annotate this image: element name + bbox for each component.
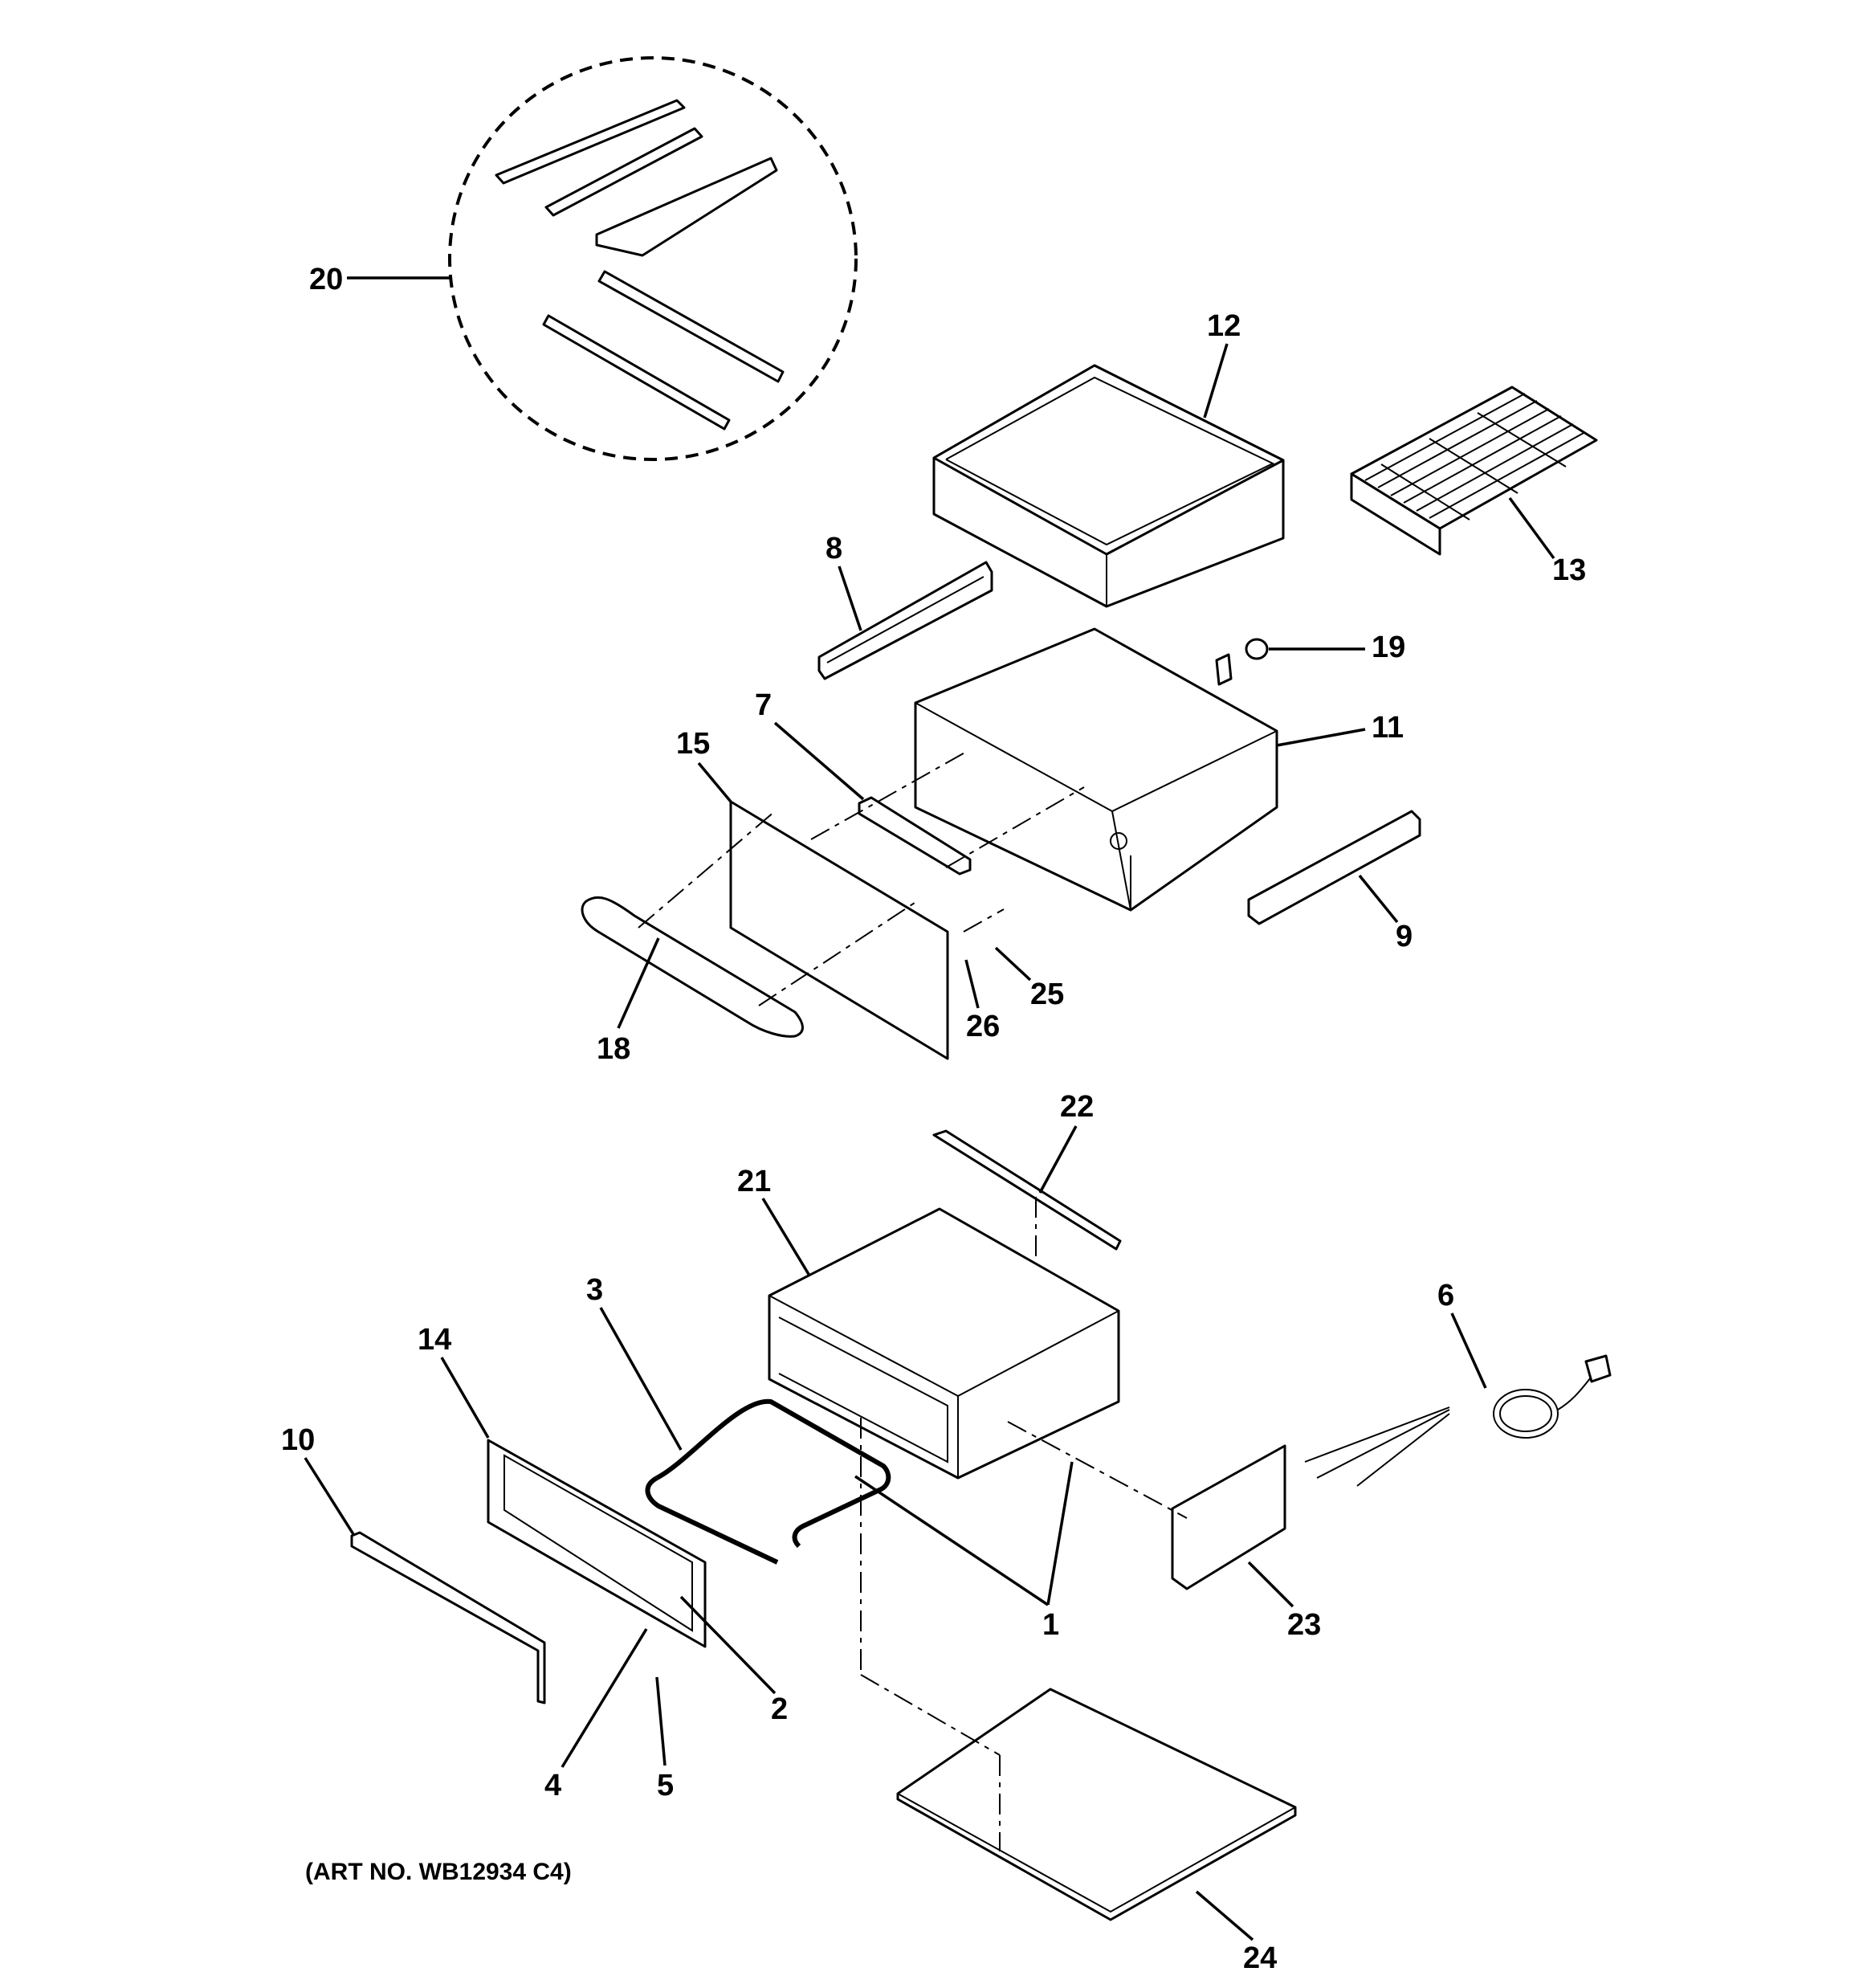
part-13-wire-rack (1350, 386, 1598, 556)
callout-9: 9 (1358, 874, 1413, 953)
part-21-outer-housing (768, 1207, 1120, 1480)
callout-label: 5 (657, 1769, 674, 1802)
callout-23: 23 (1247, 1561, 1321, 1642)
callout-label: 13 (1552, 553, 1586, 587)
callout-label: 12 (1207, 309, 1241, 343)
callout-12: 12 (1203, 309, 1241, 418)
callout-label: 23 (1287, 1608, 1321, 1642)
callout-label: 6 (1437, 1279, 1454, 1312)
callout-2: 2 (679, 1595, 788, 1726)
callout-14: 14 (418, 1323, 490, 1439)
part-24-bottom-pan (860, 1418, 1297, 1921)
part-23-control-box (1007, 1421, 1286, 1590)
callout-19: 19 (1269, 631, 1405, 664)
part-11-drawer-body (914, 627, 1278, 912)
callout-15: 15 (676, 727, 732, 803)
callout-22: 22 (1038, 1090, 1094, 1194)
upper-assembly-lines (638, 750, 1085, 1006)
callout-label: 14 (418, 1323, 451, 1357)
callout-3: 3 (586, 1273, 683, 1451)
callout-label: 25 (1030, 978, 1064, 1011)
part-3-heating-element (645, 1398, 891, 1565)
callout-label: 1 (1042, 1608, 1059, 1642)
callout-label: 20 (309, 263, 343, 296)
part-10-door-trim (350, 1531, 546, 1704)
callout-7: 7 (755, 688, 865, 801)
callout-18: 18 (597, 937, 660, 1066)
callout-label: 18 (597, 1032, 630, 1066)
callout-11: 11 (1276, 711, 1404, 747)
callout-label: 22 (1060, 1090, 1094, 1124)
callout-label: 10 (281, 1423, 315, 1457)
callout-13: 13 (1508, 496, 1586, 587)
callout-label: 11 (1372, 711, 1404, 745)
callout-10: 10 (281, 1423, 355, 1535)
part-20-slide-kit (448, 56, 858, 461)
part-12-drawer-pan (932, 364, 1285, 608)
callout-26: 26 (964, 959, 1000, 1043)
callout-24: 24 (1195, 1890, 1277, 1975)
callout-label: 8 (826, 532, 842, 565)
part-14-door-frame (487, 1439, 707, 1648)
callout-label: 2 (771, 1692, 788, 1726)
part-7-bracket (858, 796, 972, 876)
callout-21: 21 (737, 1165, 811, 1276)
callout-label: 9 (1396, 920, 1413, 953)
part-19-knob (1215, 638, 1269, 686)
callout-20: 20 (309, 263, 450, 296)
part-22-top-strip (932, 1129, 1122, 1261)
part-9-side-rail (1247, 810, 1421, 925)
callout-label: 4 (544, 1769, 561, 1802)
callout-25: 25 (994, 946, 1064, 1011)
callout-label: 21 (737, 1165, 771, 1198)
part-15-glass-panel (729, 800, 949, 1060)
part-6-power-cord (1304, 1354, 1612, 1487)
callout-6: 6 (1437, 1279, 1487, 1389)
callout-5: 5 (655, 1676, 674, 1802)
callout-label: 19 (1372, 631, 1405, 664)
callout-label: 24 (1243, 1941, 1277, 1975)
part-8-slide-rail (817, 561, 993, 680)
callout-label: 3 (586, 1273, 603, 1307)
callout-1: 1 (854, 1461, 1074, 1642)
callout-label: 26 (966, 1010, 1000, 1043)
art-number: (ART NO. WB12934 C4) (305, 1859, 572, 1885)
part-18-handle (581, 896, 804, 1038)
callout-4: 4 (544, 1628, 648, 1802)
callout-label: 7 (755, 688, 772, 722)
callout-8: 8 (826, 532, 862, 631)
callout-label: 15 (676, 727, 710, 761)
